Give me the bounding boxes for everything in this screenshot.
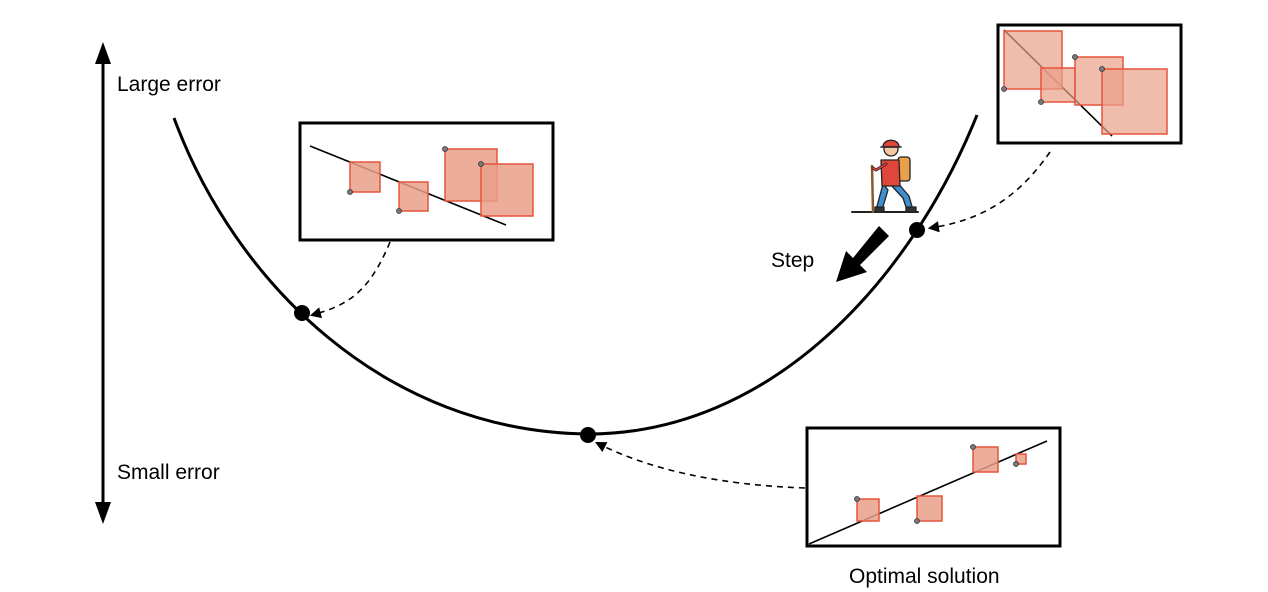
error-square	[1101, 68, 1168, 135]
curve-point-current	[909, 222, 925, 238]
error-square	[856, 498, 880, 522]
step-arrow-icon	[836, 226, 889, 282]
data-point	[1001, 86, 1007, 92]
axis-up-arrowhead	[95, 42, 111, 64]
data-point	[970, 444, 976, 450]
curve-point-minimum	[580, 427, 596, 443]
error-square	[398, 181, 429, 212]
fit-line	[808, 440, 1048, 545]
data-point	[1013, 461, 1019, 467]
data-point	[914, 518, 920, 524]
data-point	[442, 146, 448, 152]
data-point	[1072, 54, 1078, 60]
error-axis	[95, 42, 111, 524]
data-point	[1038, 99, 1044, 105]
error-square	[349, 161, 381, 193]
data-point	[347, 189, 353, 195]
optimal-solution-label: Optimal solution	[849, 565, 1000, 588]
inset-optimal-fit	[805, 426, 1062, 548]
data-point	[1099, 66, 1105, 72]
inset-middle-fit	[298, 121, 555, 242]
error-square	[1015, 453, 1027, 465]
hiker-icon	[851, 139, 919, 214]
inset-poor-fit	[996, 23, 1183, 145]
connector-current	[927, 151, 1051, 233]
data-point	[854, 496, 860, 502]
data-point	[396, 208, 402, 214]
axis-down-arrowhead	[95, 502, 111, 524]
data-point	[478, 161, 484, 167]
large-error-label: Large error	[117, 73, 221, 96]
curve-point-middle	[294, 305, 310, 321]
connector-optimal	[595, 441, 806, 489]
error-square	[972, 446, 999, 473]
error-square	[1040, 67, 1076, 103]
small-error-label: Small error	[117, 461, 220, 484]
connector-middle	[309, 241, 391, 319]
error-square	[480, 163, 534, 217]
step-label: Step	[771, 249, 814, 272]
error-square	[916, 495, 943, 522]
